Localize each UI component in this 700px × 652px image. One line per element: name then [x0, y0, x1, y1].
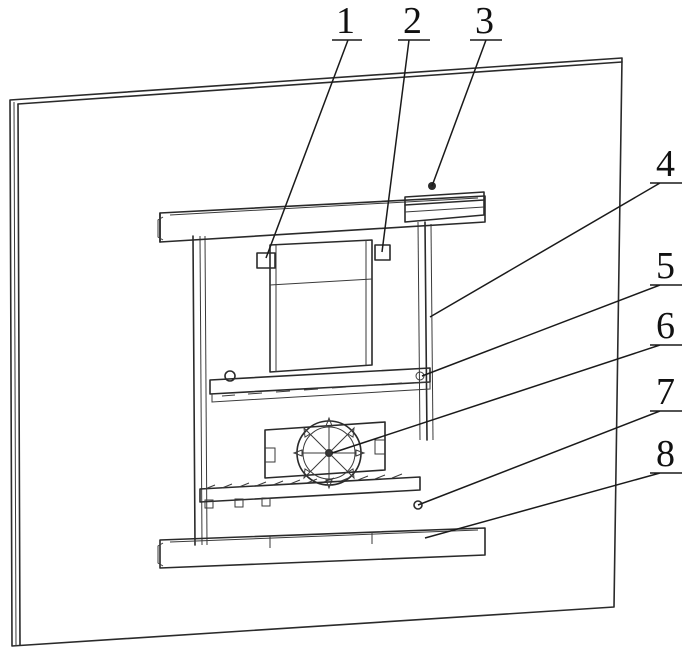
leader-line-6 — [331, 344, 682, 454]
top-beam — [157, 195, 486, 243]
gear-housing — [264, 421, 386, 479]
upper-rack — [209, 367, 431, 403]
leader-line-7 — [417, 410, 682, 506]
leader-line-5 — [421, 284, 682, 377]
callout-1: 1 — [336, 0, 355, 42]
callout-5: 5 — [656, 245, 675, 287]
callout-7: 7 — [656, 371, 675, 413]
drive-gear — [292, 416, 366, 490]
leader-line-4 — [429, 182, 682, 318]
callout-8: 8 — [656, 433, 675, 475]
back-panel — [9, 57, 623, 647]
callout-labels: 1 2 3 4 5 6 7 8 — [336, 0, 675, 475]
left-side-frame — [192, 235, 208, 546]
sliding-plate — [269, 239, 373, 373]
leader-lines — [265, 39, 682, 539]
leader-line-3 — [431, 39, 502, 187]
leader-line-8 — [424, 472, 682, 539]
callout-4: 4 — [656, 143, 675, 185]
bottom-beam — [157, 527, 486, 569]
lower-rack — [199, 473, 423, 510]
leader-line-1 — [265, 39, 362, 259]
leader-line-2 — [381, 39, 430, 253]
right-side-frame — [417, 221, 434, 441]
top-rail-bracket — [404, 182, 485, 223]
callout-2: 2 — [403, 0, 422, 42]
callout-3: 3 — [475, 0, 494, 42]
top-block-left — [256, 252, 276, 269]
callout-6: 6 — [656, 305, 675, 347]
